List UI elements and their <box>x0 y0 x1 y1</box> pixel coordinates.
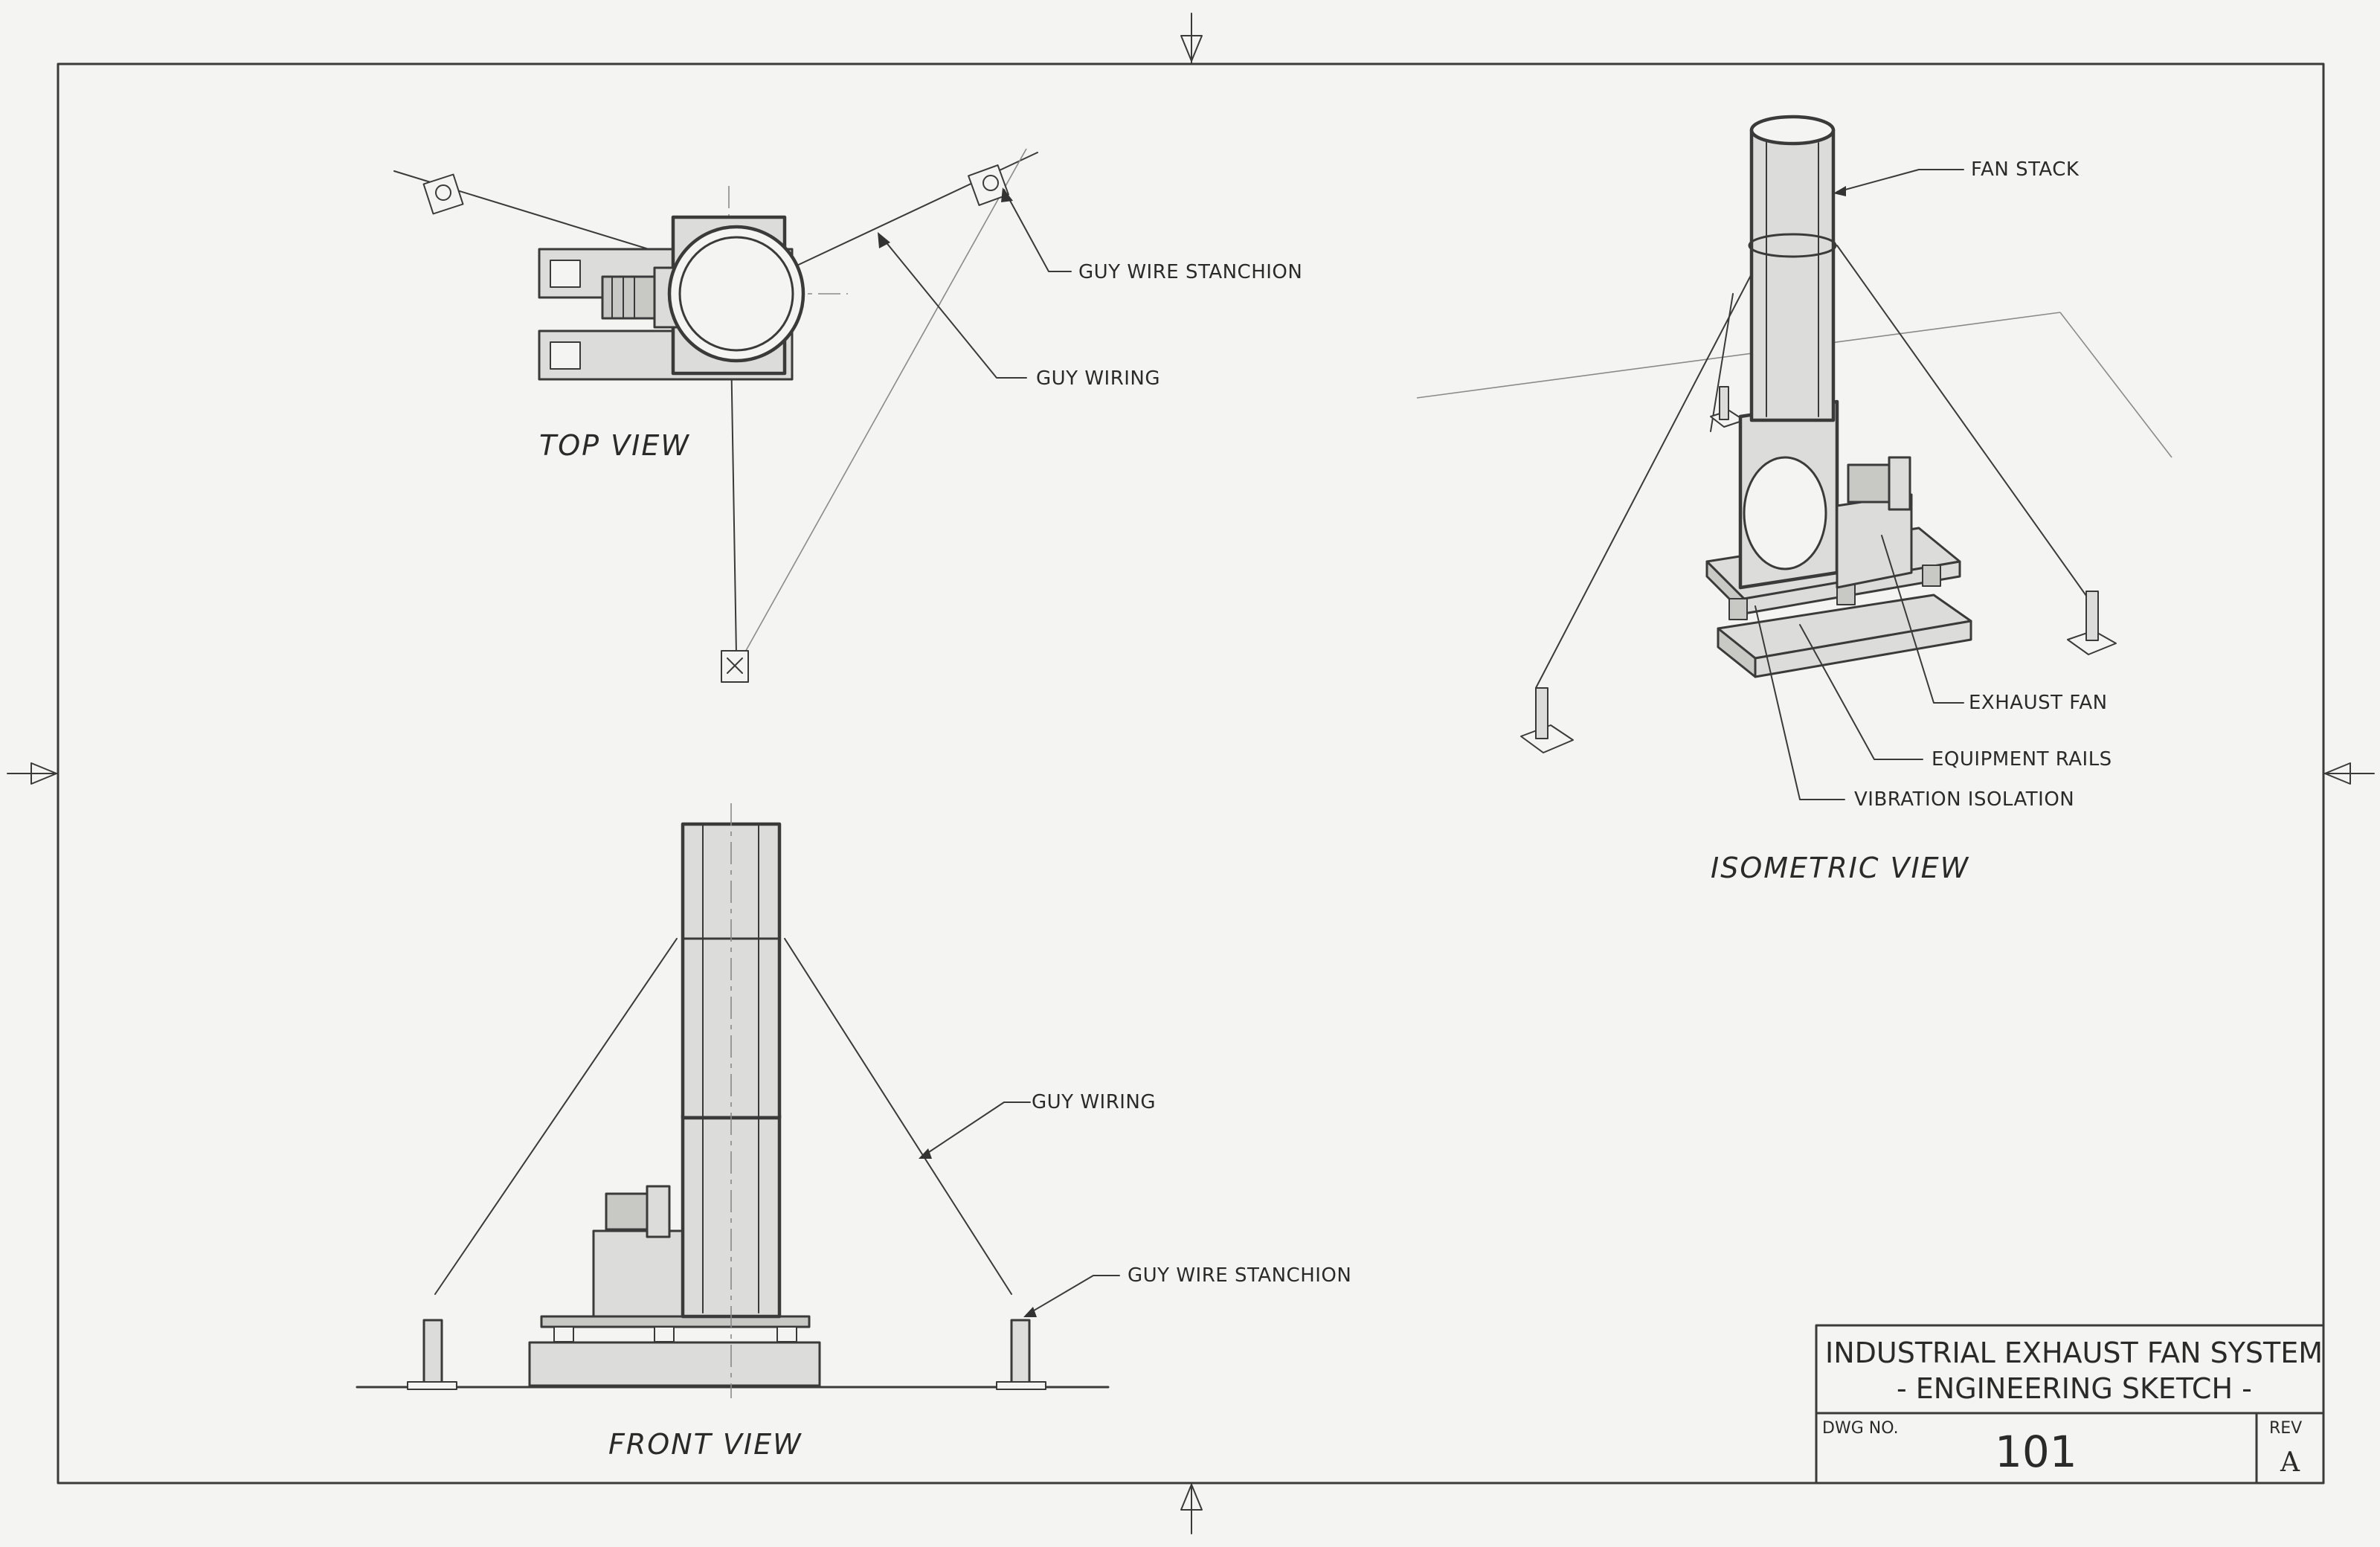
isometric-view-callouts: FAN STACK EXHAUST FAN EQUIPMENT RAILS VI… <box>1755 158 2112 811</box>
dwg-number: 101 <box>1995 1427 2077 1477</box>
iso-stanchion-back <box>1710 386 1745 428</box>
top-view-drawing <box>393 148 1038 683</box>
front-view-title: FRONT VIEW <box>608 1428 803 1461</box>
iso-label-exhaust-fan: EXHAUST FAN <box>1969 692 2108 714</box>
top-view-title: TOP VIEW <box>539 429 690 462</box>
title-block-title-line2: - ENGINEERING SKETCH - <box>1897 1372 2252 1405</box>
iso-label-equipment-rails: EQUIPMENT RAILS <box>1932 748 2112 771</box>
isometric-view-title: ISOMETRIC VIEW <box>1711 852 1969 884</box>
dwg-no-label: DWG NO. <box>1822 1419 1899 1438</box>
top-label-stanchion: GUY WIRE STANCHION <box>1078 261 1302 283</box>
iso-label-vibration-isolation: VIBRATION ISOLATION <box>1854 788 2074 811</box>
rev-label: REV <box>2269 1419 2302 1438</box>
top-stanchion-left <box>422 173 464 215</box>
rev-value: A <box>2280 1447 2300 1478</box>
front-stanchion-right <box>996 1319 1046 1390</box>
sheet-border <box>7 13 2375 1534</box>
top-stanchion-bottom <box>721 650 749 683</box>
title-block: INDUSTRIAL EXHAUST FAN SYSTEM - ENGINEER… <box>1815 1324 2325 1485</box>
top-stanchion-right <box>968 164 1009 206</box>
title-block-title-line1: INDUSTRIAL EXHAUST FAN SYSTEM <box>1825 1337 2323 1369</box>
top-view-callouts: GUY WIRE STANCHION GUY WIRING <box>878 187 1302 390</box>
front-view-drawing <box>356 803 1110 1398</box>
top-guy-wire-right <box>791 152 1038 268</box>
iso-stanchion-left <box>1520 687 1574 753</box>
front-label-guy-wiring: GUY WIRING <box>1032 1091 1156 1113</box>
isometric-view-drawing <box>1416 115 2172 753</box>
front-view-callouts: GUY WIRING GUY WIRE STANCHION <box>919 1091 1351 1317</box>
top-label-wiring: GUY WIRING <box>1036 367 1160 390</box>
front-label-guy-wire-stanchion: GUY WIRE STANCHION <box>1128 1264 1351 1287</box>
front-stanchion-left <box>407 1319 457 1390</box>
iso-stanchion-right <box>2067 591 2117 655</box>
iso-label-fan-stack: FAN STACK <box>1971 158 2080 181</box>
top-guy-wire-bottom <box>730 349 737 655</box>
